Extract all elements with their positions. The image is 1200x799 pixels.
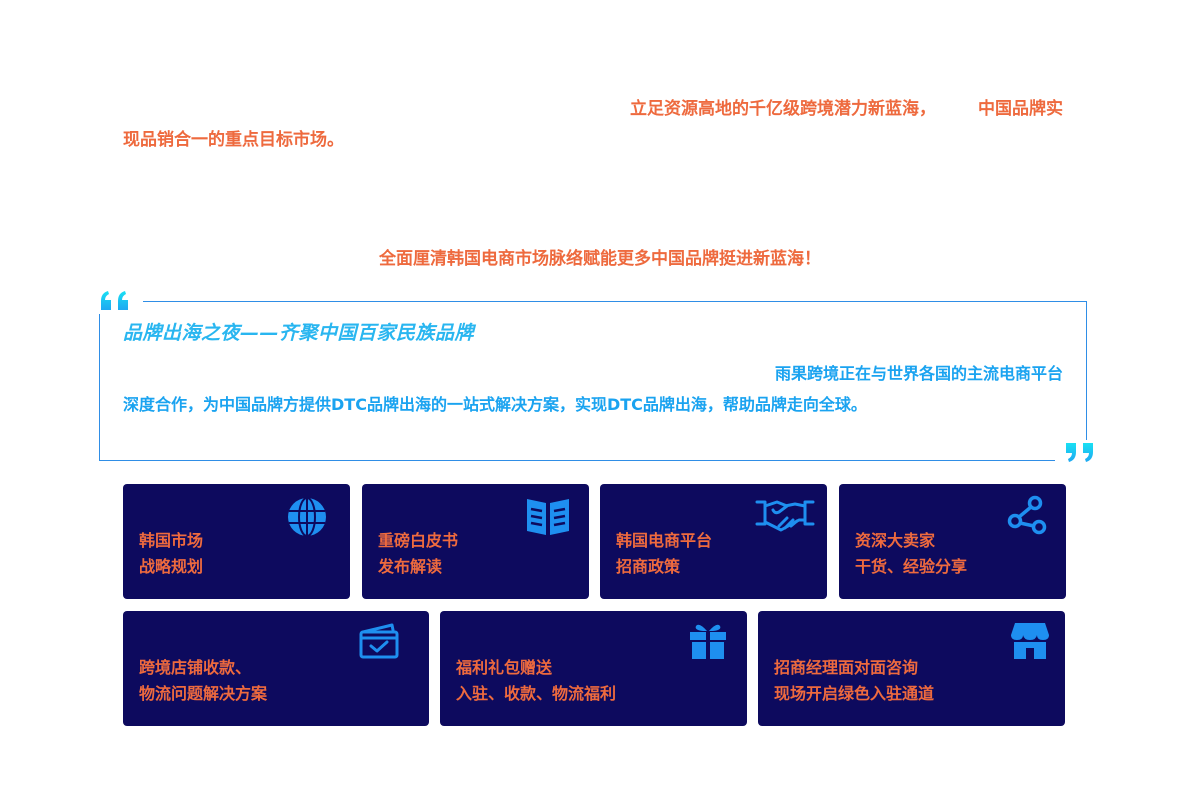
card-subtitle: 物流问题解决方案 — [139, 684, 268, 703]
card-subtitle: 战略规划 — [139, 557, 204, 576]
book-icon — [527, 499, 569, 535]
open-quote-icon — [101, 291, 128, 310]
desc-line2: 深度合作，为中国品牌方提供DTC品牌出海的一站式解决方案，实现DTC品牌出海，帮… — [123, 395, 867, 414]
card-korea-market: 韩国市场 战略规划 — [123, 484, 350, 599]
intro-line2: 现品销合一的重点目标市场。 — [123, 130, 344, 150]
intro-paragraph: 立足资源高地的千亿级跨境潜力新蓝海， 中国品牌实 现品销合一的重点目标市场。 — [123, 94, 1063, 156]
card-platform-policy: 韩国电商平台 招商政策 — [600, 484, 827, 599]
card-subtitle: 发布解读 — [378, 557, 443, 576]
card-title: 招商经理面对面咨询 — [774, 658, 919, 677]
desc-line1: 雨果跨境正在与世界各国的主流电商平台 — [774, 364, 1063, 383]
card-title: 重磅白皮书 — [378, 531, 459, 550]
close-quote-icon — [1066, 443, 1093, 462]
slogan: 全面厘清韩国电商市场脉络赋能更多中国品牌挺进新蓝海！ — [379, 249, 821, 269]
card-title: 跨境店铺收款、 — [139, 658, 252, 677]
intro-line1b: 中国品牌实 — [978, 99, 1063, 119]
card-subtitle: 招商政策 — [616, 557, 681, 576]
gift-icon — [690, 624, 726, 659]
card-subtitle: 现场开启绿色入驻通道 — [774, 684, 935, 703]
handshake-icon — [755, 500, 815, 532]
card-title: 韩国市场 — [139, 531, 204, 550]
card-title: 资深大卖家 — [855, 531, 936, 550]
event-description: 雨果跨境正在与世界各国的主流电商平台 深度合作，为中国品牌方提供DTC品牌出海的… — [123, 358, 1063, 420]
card-payment-logistics: 跨境店铺收款、 物流问题解决方案 — [123, 611, 429, 726]
card-seller-sharing: 资深大卖家 干货、经验分享 — [839, 484, 1066, 599]
card-title: 福利礼包赠送 — [456, 658, 553, 677]
event-title: 品牌出海之夜——齐聚中国百家民族品牌 — [123, 322, 475, 344]
card-gift-package: 福利礼包赠送 入驻、收款、物流福利 — [440, 611, 747, 726]
card-consultation: 招商经理面对面咨询 现场开启绿色入驻通道 — [758, 611, 1065, 726]
card-title: 韩国电商平台 — [616, 531, 713, 550]
quote-frame — [99, 301, 1087, 461]
card-whitepaper: 重磅白皮书 发布解读 — [362, 484, 589, 599]
card-subtitle: 入驻、收款、物流福利 — [456, 684, 617, 703]
store-icon — [1011, 623, 1049, 659]
share-icon — [1007, 495, 1047, 535]
globe-icon — [288, 497, 326, 537]
card-check-icon — [359, 623, 399, 659]
card-subtitle: 干货、经验分享 — [855, 557, 968, 576]
intro-line1a: 立足资源高地的千亿级跨境潜力新蓝海， — [630, 99, 936, 119]
